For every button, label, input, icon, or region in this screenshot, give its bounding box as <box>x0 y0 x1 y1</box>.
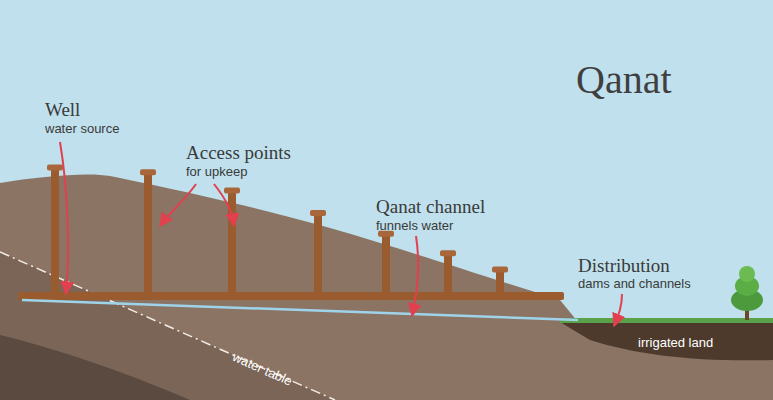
bedrock <box>0 335 190 400</box>
callout-note: irrigated land <box>638 336 713 350</box>
deep-ground <box>0 252 335 400</box>
callout-note: for upkeep <box>186 165 247 179</box>
callout-note: funnels water <box>376 219 453 233</box>
callout-heading: Qanat channel <box>376 197 485 218</box>
callout-heading: Distribution <box>578 256 670 277</box>
hill-ground <box>0 174 773 400</box>
callout-note: water source <box>45 122 119 136</box>
callout-note: dams and channels <box>578 277 691 291</box>
irrigated-soil <box>560 322 773 360</box>
tree <box>731 266 763 320</box>
leader-lines <box>60 142 622 326</box>
water-table-line <box>0 252 335 400</box>
callout-heading: Access points <box>186 143 291 164</box>
access-shafts <box>47 165 508 297</box>
qanat-channel <box>18 292 564 300</box>
grass-strip <box>560 318 773 323</box>
diagram-title: Qanat <box>576 58 672 102</box>
callout-heading: Well <box>45 100 80 121</box>
channel-water <box>22 300 578 320</box>
